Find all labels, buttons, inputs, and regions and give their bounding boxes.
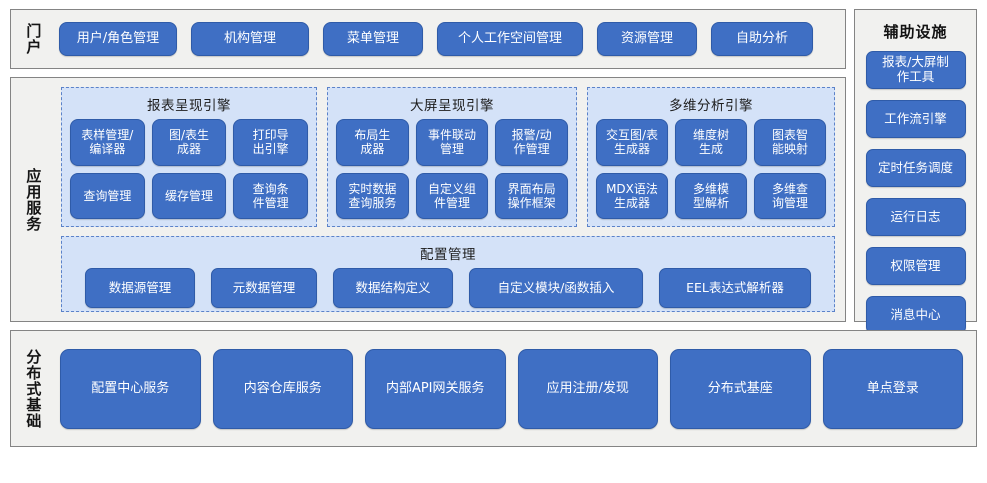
portal-item-org-management[interactable]: 机构管理	[191, 22, 309, 56]
engine3-item-multidimensional-model-parsing[interactable]: 多维模 型解析	[675, 172, 747, 219]
auxiliary-facilities-title: 辅助设施	[883, 23, 948, 41]
engine-row: 报表呈现引擎 表样管理/ 编译器 图/表生 成器 打印导 出引擎 查询管理 缓存…	[61, 87, 835, 227]
portal-item-self-service-analysis[interactable]: 自助分析	[711, 22, 813, 56]
portal-item-personal-workspace-management[interactable]: 个人工作空间管理	[437, 22, 583, 56]
aux-item-message-center[interactable]: 消息中心	[865, 296, 966, 334]
aux-item-scheduled-task-scheduler[interactable]: 定时任务调度	[865, 149, 966, 187]
application-services-band-label: 应用服务	[24, 167, 43, 232]
engine3-item-multidimensional-query-management[interactable]: 多维查 询管理	[754, 172, 826, 219]
config-item-data-structure-definition[interactable]: 数据结构定义	[333, 268, 453, 308]
portal-band-label: 门户	[24, 23, 43, 55]
engine1-item-template-management-compiler[interactable]: 表样管理/ 编译器	[70, 119, 145, 166]
distributed-foundation-band: 分布式基础 配置中心服务 内容仓库服务 内部API网关服务 应用注册/发现 分布…	[10, 330, 977, 447]
aux-item-report-dashboard-authoring-tool[interactable]: 报表/大屏制 作工具	[865, 51, 966, 89]
left-column: 门户 用户/角色管理 机构管理 菜单管理 个人工作空间管理 资源管理 自助分析 …	[10, 9, 846, 322]
engine2-item-custom-component-management[interactable]: 自定义组 件管理	[415, 172, 489, 219]
engine1-item-print-export-engine[interactable]: 打印导 出引擎	[233, 119, 308, 166]
configuration-management-items: 数据源管理 元数据管理 数据结构定义 自定义模块/函数插入 EEL表达式解析器	[70, 268, 826, 310]
config-item-custom-module-function-insert[interactable]: 自定义模块/函数插入	[469, 268, 643, 308]
portal-item-user-role-management[interactable]: 用户/角色管理	[59, 22, 177, 56]
multidimensional-analysis-engine-items: 交互图/表 生成器 维度树 生成 图表智 能映射 MDX语法 生成器 多维模 型…	[596, 119, 826, 219]
large-screen-rendering-engine-group: 大屏呈现引擎 布局生 成器 事件联动 管理 报警/动 作管理 实时数据 查询服务…	[327, 87, 577, 227]
distributed-foundation-band-label: 分布式基础	[24, 348, 43, 429]
large-screen-rendering-engine-items: 布局生 成器 事件联动 管理 报警/动 作管理 实时数据 查询服务 自定义组 件…	[336, 119, 568, 219]
large-screen-rendering-engine-title: 大屏呈现引擎	[410, 98, 494, 114]
distributed-foundation-items: 配置中心服务 内容仓库服务 内部API网关服务 应用注册/发现 分布式基座 单点…	[55, 331, 976, 446]
engine3-item-chart-smart-mapping[interactable]: 图表智 能映射	[754, 119, 826, 166]
base-item-distributed-foundation[interactable]: 分布式基座	[670, 348, 811, 429]
report-rendering-engine-group: 报表呈现引擎 表样管理/ 编译器 图/表生 成器 打印导 出引擎 查询管理 缓存…	[61, 87, 317, 227]
top-area: 门户 用户/角色管理 机构管理 菜单管理 个人工作空间管理 资源管理 自助分析 …	[10, 9, 977, 334]
config-item-datasource-management[interactable]: 数据源管理	[85, 268, 195, 308]
base-item-app-registration-discovery[interactable]: 应用注册/发现	[517, 348, 658, 429]
config-item-metadata-management[interactable]: 元数据管理	[211, 268, 317, 308]
report-rendering-engine-items: 表样管理/ 编译器 图/表生 成器 打印导 出引擎 查询管理 缓存管理 查询条 …	[70, 119, 308, 219]
aux-item-workflow-engine[interactable]: 工作流引擎	[865, 100, 966, 138]
auxiliary-facilities-items: 报表/大屏制 作工具 工作流引擎 定时任务调度 运行日志 权限管理 消息中心	[855, 51, 976, 334]
report-rendering-engine-title: 报表呈现引擎	[147, 98, 231, 114]
application-services-band: 应用服务 报表呈现引擎 表样管理/ 编译器 图/表生 成器 打印导 出引擎 查询…	[10, 77, 846, 322]
portal-band: 门户 用户/角色管理 机构管理 菜单管理 个人工作空间管理 资源管理 自助分析	[10, 9, 846, 69]
config-item-eel-expression-parser[interactable]: EEL表达式解析器	[659, 268, 811, 308]
aux-item-permission-management[interactable]: 权限管理	[865, 247, 966, 285]
engine1-item-query-management[interactable]: 查询管理	[70, 172, 145, 219]
portal-items: 用户/角色管理 机构管理 菜单管理 个人工作空间管理 资源管理 自助分析	[55, 10, 845, 68]
auxiliary-facilities-panel: 辅助设施 报表/大屏制 作工具 工作流引擎 定时任务调度 运行日志 权限管理 消…	[854, 9, 977, 334]
multidimensional-analysis-engine-title: 多维分析引擎	[669, 98, 753, 114]
engine3-item-mdx-syntax-generator[interactable]: MDX语法 生成器	[596, 172, 668, 219]
base-item-config-center-service[interactable]: 配置中心服务	[60, 348, 201, 429]
configuration-management-title: 配置管理	[420, 247, 476, 263]
engine2-item-ui-layout-operation-framework[interactable]: 界面布局 操作框架	[495, 172, 568, 219]
engine3-item-dimension-tree-generation[interactable]: 维度树 生成	[675, 119, 747, 166]
engine1-item-query-condition-management[interactable]: 查询条 件管理	[233, 172, 308, 219]
portal-item-menu-management[interactable]: 菜单管理	[323, 22, 423, 56]
aux-item-runtime-log[interactable]: 运行日志	[865, 198, 966, 236]
portal-item-resource-management[interactable]: 资源管理	[597, 22, 697, 56]
engine2-item-event-linkage-management[interactable]: 事件联动 管理	[415, 119, 489, 166]
engine1-item-chart-table-generator[interactable]: 图/表生 成器	[151, 119, 227, 166]
engine3-item-interactive-chart-table-generator[interactable]: 交互图/表 生成器	[596, 119, 668, 166]
multidimensional-analysis-engine-group: 多维分析引擎 交互图/表 生成器 维度树 生成 图表智 能映射 MDX语法 生成…	[587, 87, 835, 227]
application-services-body: 报表呈现引擎 表样管理/ 编译器 图/表生 成器 打印导 出引擎 查询管理 缓存…	[55, 78, 845, 321]
engine1-item-cache-management[interactable]: 缓存管理	[151, 172, 227, 219]
base-item-content-repository-service[interactable]: 内容仓库服务	[212, 348, 353, 429]
base-item-internal-api-gateway-service[interactable]: 内部API网关服务	[365, 348, 506, 429]
configuration-management-group: 配置管理 数据源管理 元数据管理 数据结构定义 自定义模块/函数插入 EEL表达…	[61, 236, 835, 312]
engine2-item-layout-generator[interactable]: 布局生 成器	[336, 119, 409, 166]
engine2-item-realtime-data-query-service[interactable]: 实时数据 查询服务	[336, 172, 409, 219]
engine2-item-alarm-action-management[interactable]: 报警/动 作管理	[495, 119, 568, 166]
base-item-single-sign-on[interactable]: 单点登录	[822, 348, 963, 429]
